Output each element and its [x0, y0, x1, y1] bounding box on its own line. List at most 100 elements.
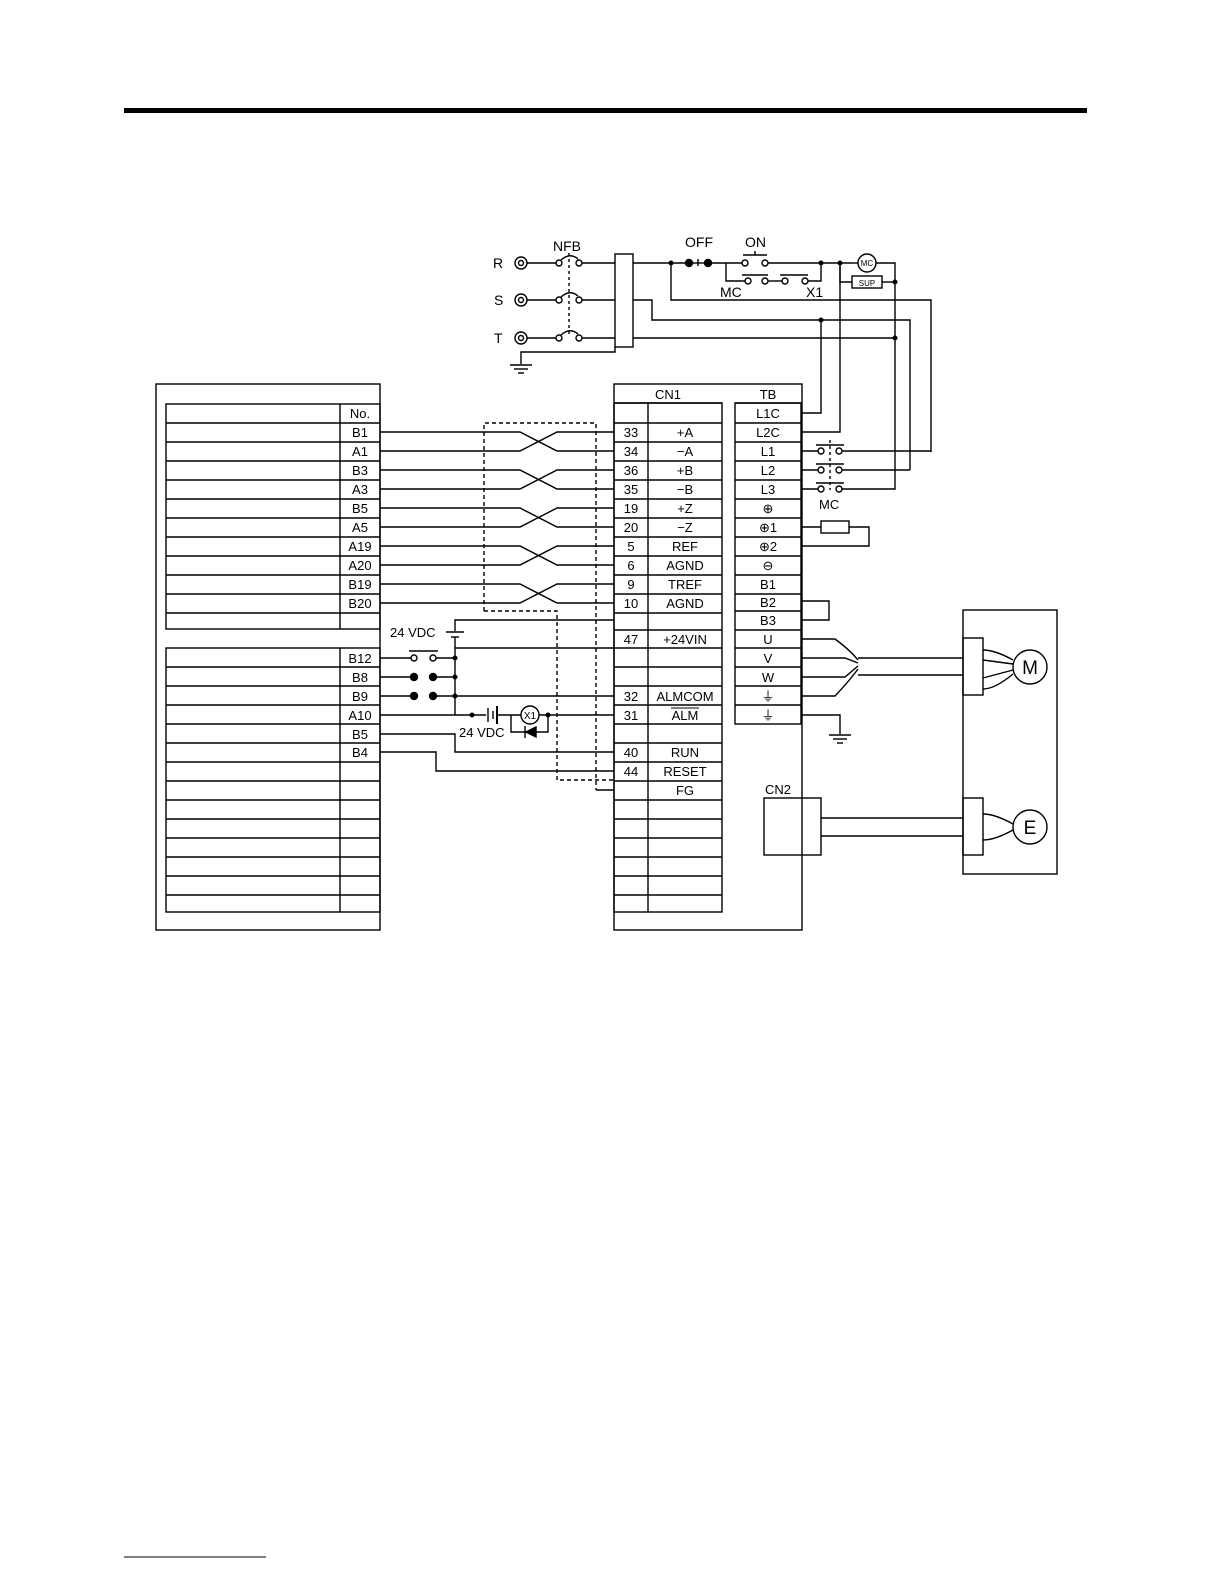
tb-terminal: B3 — [760, 613, 776, 628]
ctrl-pin: B5 — [352, 727, 368, 742]
cn1-pin: 47 — [624, 632, 638, 647]
breaker-nfb-icon — [556, 253, 582, 341]
tb-terminal: ⏚ — [761, 708, 774, 723]
off-label: OFF — [685, 234, 713, 250]
tb-terminal: V — [764, 651, 773, 666]
regen-resistor — [821, 521, 849, 533]
sup-label: SUP — [859, 279, 875, 288]
cn1-signal: +Z — [677, 501, 693, 516]
diode-icon — [525, 726, 536, 738]
ctrl-pin: A3 — [352, 482, 368, 497]
cn1-signal: +24VIN — [663, 632, 707, 647]
tb-header: TB — [760, 387, 777, 402]
ctrl-pin: B3 — [352, 463, 368, 478]
cn1-signal: FG — [676, 783, 694, 798]
tb-terminal: ⊕2 — [759, 539, 777, 554]
encoder-label: E — [1024, 818, 1037, 839]
cn1-signal: RUN — [671, 745, 699, 760]
tb-terminal: ⊖ — [763, 558, 774, 573]
cn1-pin: 33 — [624, 425, 638, 440]
cn1-pin: 19 — [624, 501, 638, 516]
tb-terminal: W — [762, 670, 775, 685]
cn1-pin: 40 — [624, 745, 638, 760]
cn1-signal: −Z — [677, 520, 693, 535]
cn1-signal: ALMCOM — [656, 689, 713, 704]
ground-icon-servo — [829, 735, 851, 743]
cn1-pin: 44 — [624, 764, 638, 779]
mc-aux-contact-icon — [742, 275, 782, 284]
ctrl-pin: A1 — [352, 444, 368, 459]
tb-terminal: ⊕1 — [759, 520, 777, 535]
tb-terminal: L1 — [761, 444, 775, 459]
controller-header: No. — [350, 406, 370, 421]
b8-contact-icon — [411, 674, 437, 681]
mc-aux-label: MC — [720, 284, 742, 300]
b9-contact-icon — [411, 693, 437, 700]
cn1-pin: 20 — [624, 520, 638, 535]
tb-terminal: B1 — [760, 577, 776, 592]
cn1-pin: 34 — [624, 444, 638, 459]
cn1-pin: 10 — [624, 596, 638, 611]
tb-terminal: ⊕ — [763, 501, 774, 516]
cn1-signal: TREF — [668, 577, 702, 592]
cn1-signal-alm: ALM — [672, 708, 699, 723]
controller-labels: No. B1 A1 B3 A3 B5 A5 A19 A20 B19 B20 B1… — [348, 406, 371, 760]
cn1-signal: AGND — [666, 596, 704, 611]
x1-aux-label: X1 — [806, 284, 823, 300]
cn1-pin: 35 — [624, 482, 638, 497]
on-button-icon — [742, 251, 768, 266]
mc-main-contacts-icon — [816, 440, 844, 492]
cn1-signal: −B — [677, 482, 693, 497]
ground-icon-power — [510, 365, 532, 373]
x1-aux-contact-icon — [780, 275, 808, 284]
cn1-signal: +A — [677, 425, 694, 440]
phase-t-label: T — [494, 330, 503, 346]
ctrl-pin: A20 — [348, 558, 371, 573]
tb-terminal: L2 — [761, 463, 775, 478]
tb-terminal: L1C — [756, 406, 780, 421]
tb-terminal: ⏚ — [761, 689, 774, 704]
phase-s-label: S — [494, 292, 503, 308]
tb-terminal: U — [763, 632, 772, 647]
motor-unit — [821, 610, 1057, 874]
terminal-t-icon — [515, 332, 527, 344]
on-label: ON — [745, 234, 766, 250]
servo-driver — [614, 384, 821, 930]
phase-r-label: R — [493, 255, 503, 271]
cn1-pin: 32 — [624, 689, 638, 704]
tb-terminal: L2C — [756, 425, 780, 440]
ctrl-pin: B19 — [348, 577, 371, 592]
misc-labels: 24 VDC 24 VDC X1 CN2 M E — [390, 625, 1038, 839]
power-section — [510, 251, 963, 743]
cn1-header: CN1 — [655, 387, 681, 402]
mc-contacts-label: MC — [819, 497, 839, 512]
cn1-signal: AGND — [666, 558, 704, 573]
cn1-pin: 9 — [627, 577, 634, 592]
battery-24v-bottom-icon — [488, 706, 497, 724]
terminal-s-icon — [515, 294, 527, 306]
ctrl-pin: B12 — [348, 651, 371, 666]
b12-switch-icon — [409, 651, 438, 661]
ctrl-pin: B1 — [352, 425, 368, 440]
ctrl-pin: A19 — [348, 539, 371, 554]
ctrl-pin: A5 — [352, 520, 368, 535]
cn1-signal: +B — [677, 463, 693, 478]
ctrl-pin: B20 — [348, 596, 371, 611]
relay-x1-label: X1 — [524, 711, 537, 722]
cn1-pin: 36 — [624, 463, 638, 478]
mc-coil-label: MC — [861, 259, 874, 268]
supply-24v-top-label: 24 VDC — [390, 625, 436, 640]
cn2-label: CN2 — [765, 782, 791, 797]
cn1-pin: 5 — [627, 539, 634, 554]
tb-terminal: B2 — [760, 595, 776, 610]
ctrl-pin: B9 — [352, 689, 368, 704]
cn1-labels: CN1 33 +A 34 −A 36 +B 35 −B 19 +Z 20 −Z … — [624, 387, 714, 798]
battery-24v-top-icon — [446, 632, 464, 637]
cn2-connector — [764, 798, 821, 855]
noise-filter — [615, 254, 633, 347]
motor-label: M — [1022, 658, 1038, 679]
top-rule — [124, 108, 1087, 113]
ctrl-pin: B8 — [352, 670, 368, 685]
cn1-signal: REF — [672, 539, 698, 554]
